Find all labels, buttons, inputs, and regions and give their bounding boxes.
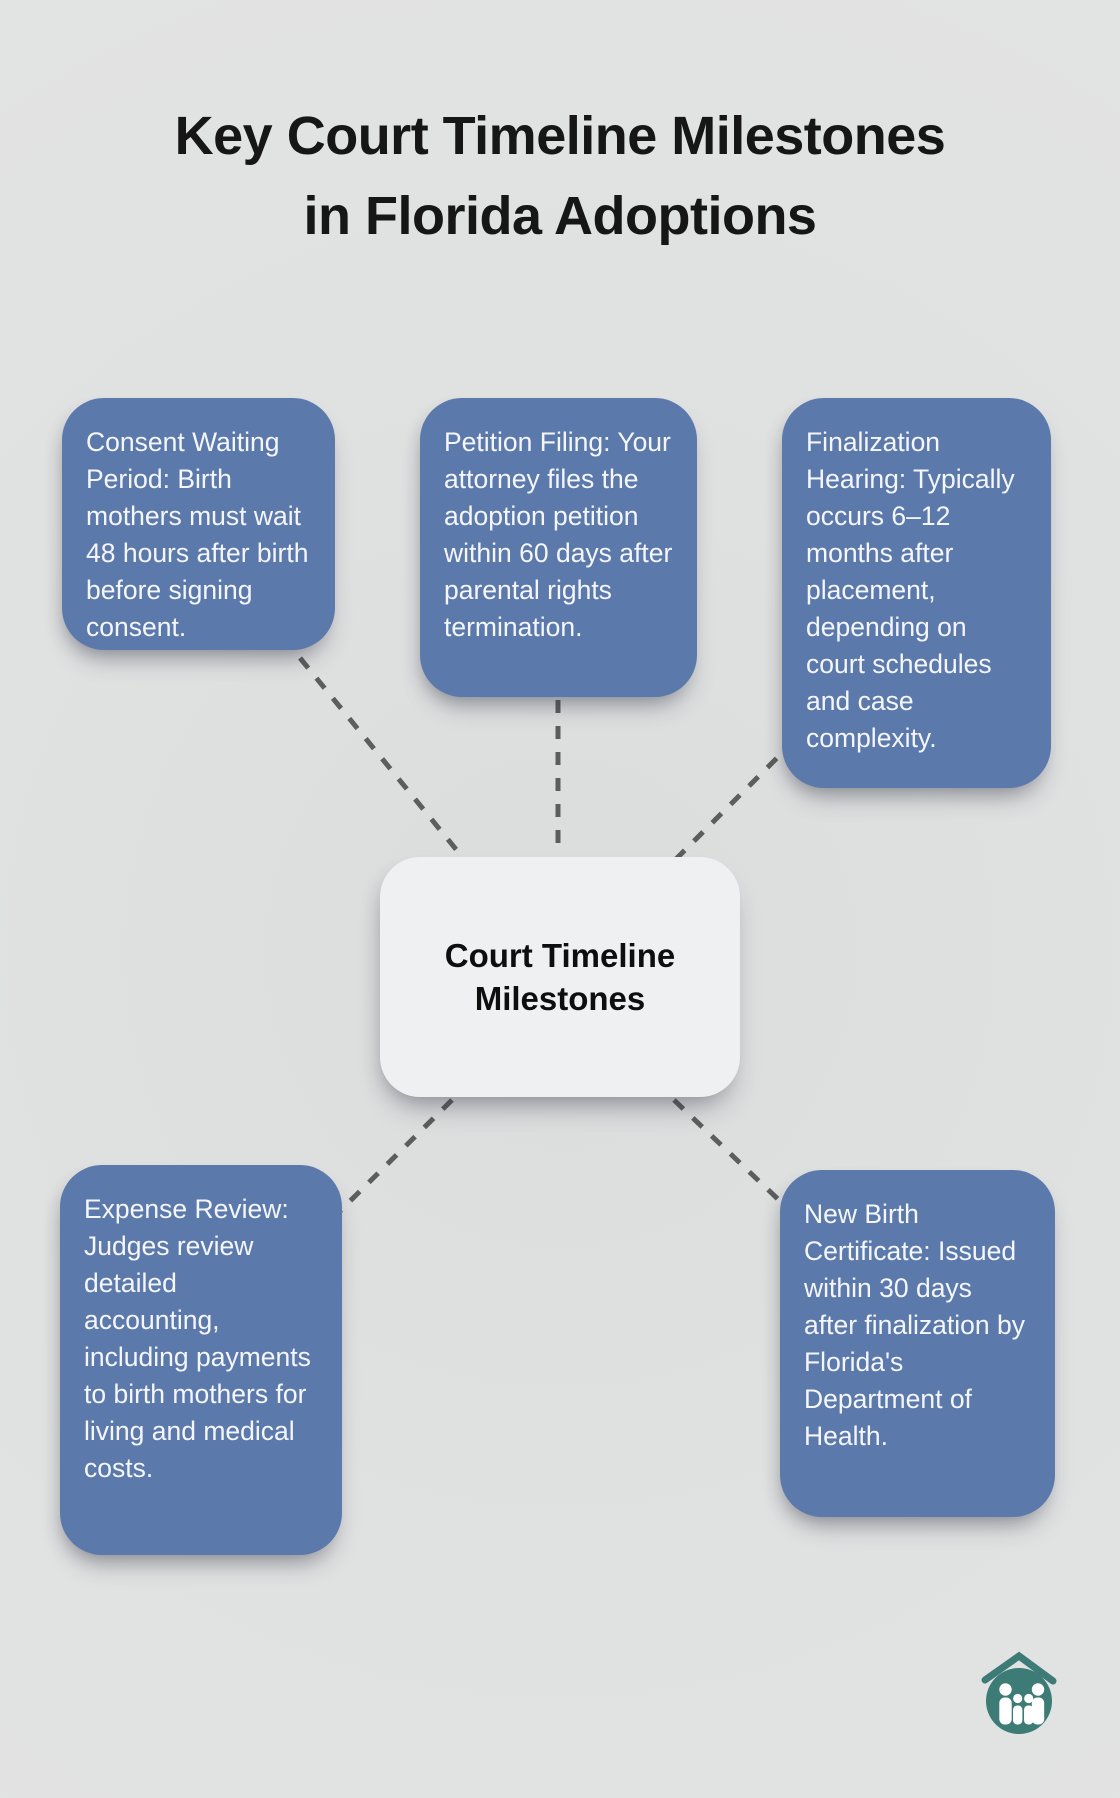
connector-center-to-expense: [336, 1098, 454, 1215]
page-title: Key Court Timeline Milestones in Florida…: [0, 96, 1120, 256]
page-title-line-1: Key Court Timeline Milestones: [174, 106, 946, 166]
node-expense-review-text: Expense Review: Judges review detailed a…: [84, 1194, 311, 1483]
connector-consent-to-center: [298, 656, 461, 855]
connector-final-to-center: [673, 738, 797, 862]
page-title-line-2: in Florida Adoptions: [303, 186, 817, 246]
node-finalization-hearing-text: Finalization Hearing: Typically occurs 6…: [806, 427, 1015, 753]
node-consent-waiting-period: Consent Waiting Period: Birth mothers mu…: [62, 398, 335, 650]
connector-center-to-birthcert: [672, 1098, 784, 1205]
center-node-label: Court Timeline Milestones: [444, 937, 676, 1017]
node-expense-review: Expense Review: Judges review detailed a…: [60, 1165, 342, 1555]
node-petition-filing: Petition Filing: Your attorney files the…: [420, 398, 697, 697]
node-new-birth-certificate-text: New Birth Certificate: Issued within 30 …: [804, 1199, 1025, 1451]
node-finalization-hearing: Finalization Hearing: Typically occurs 6…: [782, 398, 1051, 788]
node-consent-waiting-period-text: Consent Waiting Period: Birth mothers mu…: [86, 427, 309, 642]
node-petition-filing-text: Petition Filing: Your attorney files the…: [444, 427, 673, 642]
family-under-roof-icon: [979, 1646, 1059, 1738]
center-node-court-timeline-milestones: Court Timeline Milestones: [380, 857, 740, 1097]
node-new-birth-certificate: New Birth Certificate: Issued within 30 …: [780, 1170, 1055, 1517]
